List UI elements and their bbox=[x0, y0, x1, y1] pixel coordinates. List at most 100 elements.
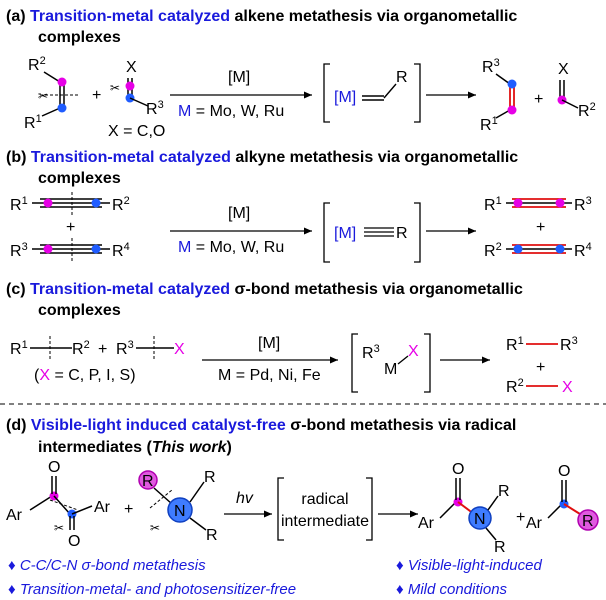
svg-text:M = Mo, W, Ru: M = Mo, W, Ru bbox=[178, 239, 284, 256]
section-a: (a) Transition-metal catalyzed alkene me… bbox=[6, 8, 596, 140]
svg-text:O: O bbox=[68, 533, 80, 550]
svg-text:O: O bbox=[452, 461, 464, 478]
section-b-title: (b) Transition-metal catalyzed alkyne me… bbox=[6, 149, 518, 166]
svg-text:R3: R3 bbox=[482, 57, 500, 76]
section-b: (b) Transition-metal catalyzed alkyne me… bbox=[6, 149, 592, 263]
svg-text:(X = C, P, I, S): (X = C, P, I, S) bbox=[34, 367, 136, 384]
svg-text:R3: R3 bbox=[146, 99, 164, 118]
alkyne-intermediate: [M] R bbox=[323, 202, 421, 263]
svg-text:[M]: [M] bbox=[228, 205, 250, 222]
svg-text:intermediate: intermediate bbox=[281, 513, 369, 530]
svg-text:Ar: Ar bbox=[6, 507, 23, 524]
radical-intermediate: radical intermediate bbox=[277, 477, 373, 541]
svg-text:R1: R1 bbox=[24, 113, 42, 132]
section-d: (d) Visible-light induced catalyst-free … bbox=[6, 417, 599, 598]
svg-text:M = Pd, Ni, Fe: M = Pd, Ni, Fe bbox=[218, 367, 321, 384]
svg-text:X: X bbox=[126, 59, 137, 76]
svg-text:X: X bbox=[174, 341, 185, 358]
alkene-reactant-2: X R3 ✂ X = C,O bbox=[108, 59, 165, 140]
feature-bullets: ♦ C-C/C-N σ-bond metathesis ♦ Visible-li… bbox=[8, 557, 542, 598]
svg-text:+: + bbox=[536, 219, 545, 236]
svg-text:N: N bbox=[474, 511, 486, 528]
svg-text:X: X bbox=[408, 343, 419, 360]
scissors-icon: ✂ bbox=[150, 521, 160, 535]
section-c: (c) Transition-metal catalyzed σ-bond me… bbox=[6, 281, 578, 396]
sigma-reactants: R1 R2 + R3 X (X = C, P, I, S) bbox=[10, 336, 185, 384]
bullet-item: ♦ Visible-light-induced bbox=[396, 557, 542, 574]
svg-text:R1: R1 bbox=[10, 339, 28, 358]
svg-text:O: O bbox=[558, 463, 570, 480]
scissors-icon: ✂ bbox=[38, 89, 48, 103]
svg-text:R3: R3 bbox=[362, 343, 380, 362]
alkyne-reactants: R1 R2 + R3 R4 bbox=[10, 192, 130, 262]
alkene-reactant-1: R2 R1 ✂ bbox=[24, 55, 80, 132]
svg-text:[M]: [M] bbox=[334, 225, 356, 242]
svg-text:hv: hv bbox=[236, 490, 254, 507]
svg-text:radical: radical bbox=[301, 491, 348, 508]
svg-text:X: X bbox=[558, 61, 569, 78]
alkene-intermediate: [M] R bbox=[323, 63, 421, 123]
svg-text:Ar: Ar bbox=[94, 499, 111, 516]
svg-text:+: + bbox=[516, 509, 525, 526]
svg-text:+: + bbox=[92, 87, 101, 104]
diketone-reactant: Ar O O Ar ✂ bbox=[6, 459, 111, 550]
section-d-title-line2: intermediates (This work) bbox=[38, 439, 232, 456]
svg-text:R1: R1 bbox=[484, 195, 502, 214]
svg-text:R: R bbox=[494, 539, 506, 556]
svg-text:R2: R2 bbox=[578, 101, 596, 120]
section-d-title: (d) Visible-light induced catalyst-free … bbox=[6, 417, 516, 434]
svg-text:R2: R2 bbox=[28, 55, 46, 74]
svg-text:R4: R4 bbox=[112, 241, 130, 260]
bullet-item: ♦ C-C/C-N σ-bond metathesis bbox=[8, 557, 206, 574]
alkene-product-2: X R2 bbox=[557, 61, 596, 120]
section-a-title-line2: complexes bbox=[38, 29, 121, 46]
svg-text:X: X bbox=[562, 379, 573, 396]
alkyne-products: R1 R3 + R2 R4 bbox=[484, 195, 592, 260]
svg-text:[M]: [M] bbox=[334, 89, 356, 106]
svg-text:[M]: [M] bbox=[258, 335, 280, 352]
scissors-icon: ✂ bbox=[110, 81, 120, 95]
svg-text:R: R bbox=[396, 69, 408, 86]
svg-text:R3: R3 bbox=[116, 339, 134, 358]
bullet-item: ♦ Transition-metal- and photosensitizer-… bbox=[8, 581, 296, 598]
svg-text:Ar: Ar bbox=[526, 515, 543, 532]
svg-text:+: + bbox=[124, 501, 133, 518]
svg-text:R: R bbox=[396, 225, 408, 242]
svg-text:R2: R2 bbox=[484, 241, 502, 260]
svg-text:R: R bbox=[498, 483, 510, 500]
svg-text:+: + bbox=[98, 341, 107, 358]
svg-text:Ar: Ar bbox=[418, 515, 435, 532]
sigma-products: R1 R3 + R2 X bbox=[506, 335, 578, 396]
svg-text:N: N bbox=[174, 503, 186, 520]
amine-reactant: R N R R ✂ bbox=[138, 469, 218, 544]
svg-text:R3: R3 bbox=[10, 241, 28, 260]
svg-text:+: + bbox=[534, 91, 543, 108]
svg-text:M: M bbox=[384, 361, 397, 378]
bullet-item: ♦ Mild conditions bbox=[396, 581, 508, 598]
sigma-intermediate: R3 M X bbox=[351, 333, 431, 393]
svg-text:R2: R2 bbox=[506, 377, 524, 396]
section-b-title-line2: complexes bbox=[38, 170, 121, 187]
section-c-title: (c) Transition-metal catalyzed σ-bond me… bbox=[6, 281, 523, 298]
alkene-product-1: R3 R1 bbox=[480, 57, 517, 134]
svg-text:R: R bbox=[204, 469, 216, 486]
svg-text:R: R bbox=[142, 473, 154, 490]
svg-text:R: R bbox=[582, 513, 594, 530]
section-c-title-line2: complexes bbox=[38, 302, 121, 319]
svg-text:+: + bbox=[536, 359, 545, 376]
svg-text:R4: R4 bbox=[574, 241, 592, 260]
svg-text:O: O bbox=[48, 459, 60, 476]
amide-product: Ar O N R R bbox=[418, 461, 510, 556]
svg-text:R1: R1 bbox=[480, 115, 498, 134]
svg-text:R2: R2 bbox=[112, 195, 130, 214]
svg-text:R: R bbox=[206, 527, 218, 544]
svg-text:R3: R3 bbox=[560, 335, 578, 354]
svg-text:R1: R1 bbox=[10, 195, 28, 214]
svg-text:+: + bbox=[66, 219, 75, 236]
ketone-product: Ar O R bbox=[526, 463, 599, 532]
scissors-icon: ✂ bbox=[54, 521, 64, 535]
svg-text:R2: R2 bbox=[72, 339, 90, 358]
svg-text:[M]: [M] bbox=[228, 69, 250, 86]
svg-text:R3: R3 bbox=[574, 195, 592, 214]
